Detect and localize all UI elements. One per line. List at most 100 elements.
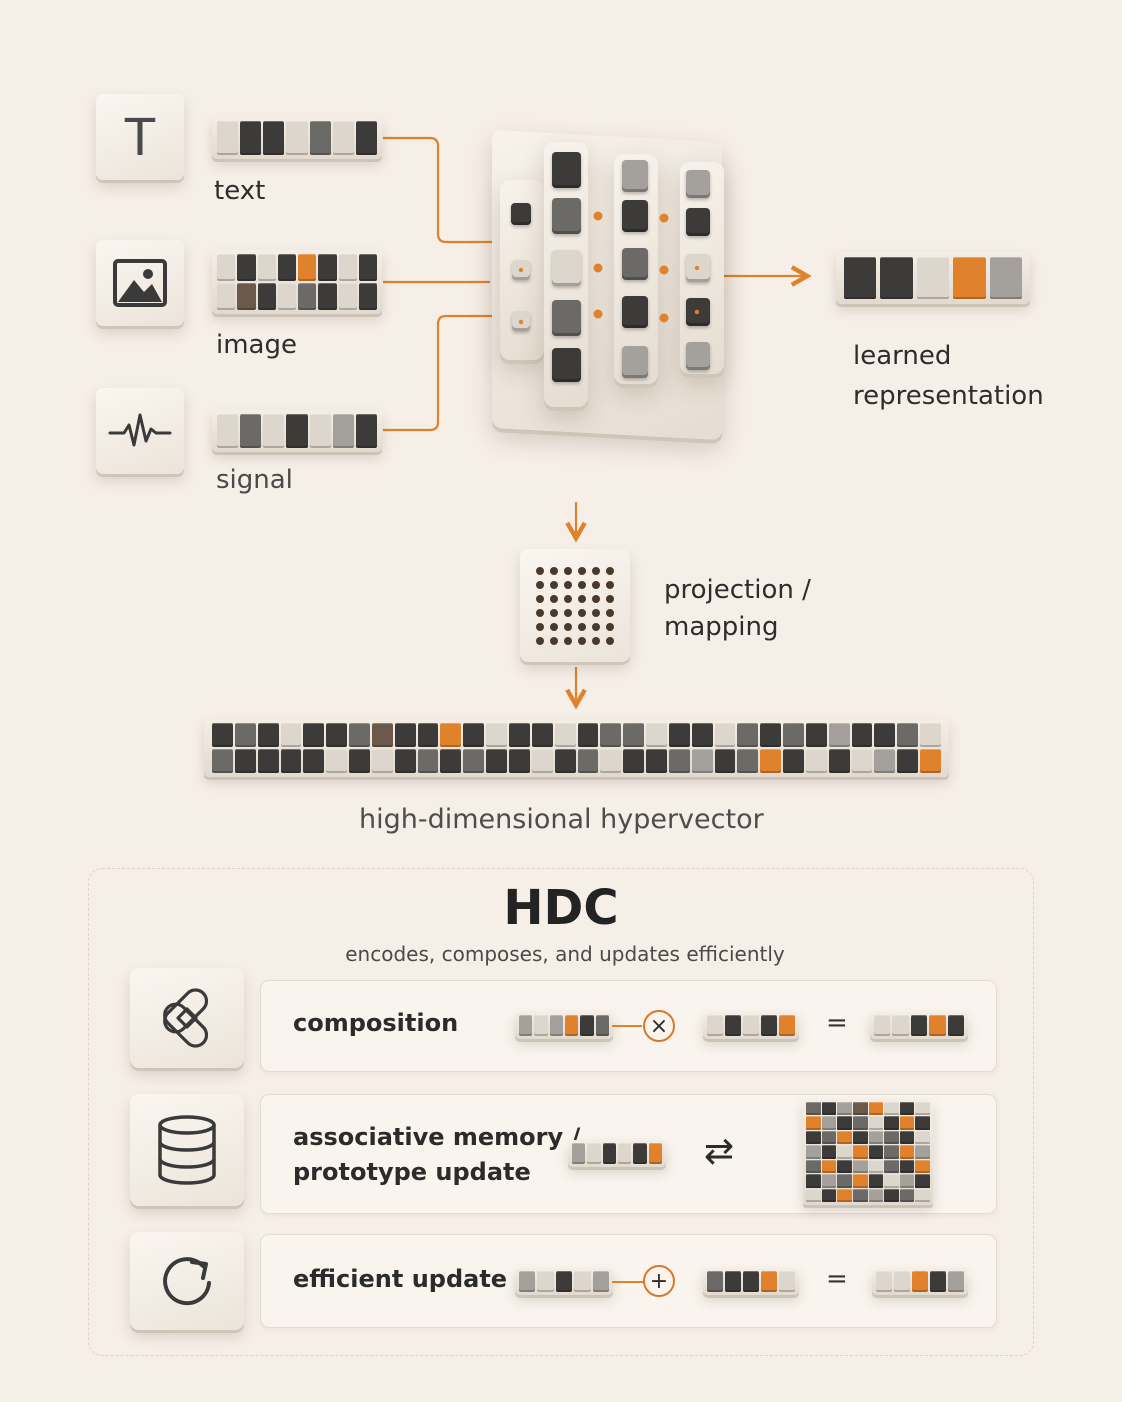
text-connector: [383, 136, 492, 244]
projection-dot: [592, 622, 600, 631]
bind-glyph: [163, 988, 209, 1048]
memory-cell: [837, 1130, 852, 1145]
hypervector-cell: [737, 749, 759, 773]
hypervector-cell: [394, 723, 416, 747]
hypervector-cell: [600, 723, 622, 747]
net-node: [511, 203, 531, 225]
memory-cell: [837, 1145, 852, 1159]
hypervector-cell: [783, 749, 804, 773]
memory-row: [806, 1188, 930, 1202]
memory-cell: [821, 1116, 837, 1130]
projection-dot: [536, 636, 544, 645]
hypervector-cell: [691, 723, 713, 747]
memory-cell: [806, 1145, 821, 1159]
hypervector-cell: [874, 749, 896, 773]
query-vector: [568, 1140, 666, 1167]
add-operator-icon: +: [643, 1265, 675, 1297]
hypervector-cell: [714, 749, 736, 773]
memory-cell: [884, 1188, 899, 1202]
hypervector-cell: [486, 723, 507, 747]
hypervector-cell: [303, 749, 325, 773]
memory-cell: [806, 1116, 821, 1130]
hypervector-cell: [554, 723, 576, 747]
projection-dot: [536, 594, 544, 603]
projection-dot: [592, 594, 600, 603]
hypervector-cell: [668, 749, 690, 773]
projection-dot: [592, 636, 600, 645]
projection-dot: [578, 636, 586, 645]
net-node: [622, 346, 648, 378]
hypervector-cell: [326, 749, 348, 773]
bind-icon: [130, 968, 244, 1068]
text-label: text: [214, 176, 266, 206]
hypervector-cell: [212, 749, 233, 773]
projection-dot: [592, 608, 600, 617]
net-node: [686, 208, 710, 236]
memory-row: [806, 1130, 930, 1145]
net-node: [552, 300, 581, 336]
hypervector-cell: [280, 723, 302, 747]
learned-representation-vector: [836, 252, 1030, 304]
memory-cell: [837, 1102, 852, 1116]
signal-icon: [96, 388, 184, 474]
projection-dot: [536, 566, 544, 575]
projection-dot: [606, 636, 614, 645]
memory-cell: [915, 1159, 930, 1174]
memory-row: [806, 1102, 930, 1116]
hypervector-cell: [326, 723, 348, 747]
memory-cell: [852, 1130, 868, 1145]
memory-cell: [884, 1102, 899, 1116]
memory-cell: [915, 1116, 930, 1130]
memory-cell: [884, 1130, 899, 1145]
memory-cell: [915, 1174, 930, 1188]
associative-label-line2: prototype update: [293, 1158, 531, 1186]
projection-dot: [564, 580, 572, 589]
memory-cell: [899, 1116, 915, 1130]
net-node: [552, 198, 581, 234]
hypervector-cell: [371, 723, 393, 747]
hypervector-cell: [234, 749, 256, 773]
memory-cell: [806, 1130, 821, 1145]
memory-cell: [884, 1145, 899, 1159]
hypervector-cell: [440, 749, 462, 773]
hypervector-cell: [577, 749, 599, 773]
net-node: [552, 348, 581, 382]
memory-row: [806, 1145, 930, 1159]
hypervector-cell: [623, 749, 645, 773]
memory-cell: [852, 1174, 868, 1188]
memory-cell: [806, 1102, 821, 1116]
signal-vector: [212, 410, 382, 452]
hypervector-cell: [417, 749, 439, 773]
signal-label: signal: [216, 465, 293, 495]
hypervector-cell: [531, 723, 553, 747]
hypervector-cell: [349, 723, 370, 747]
hypervector-cell: [257, 723, 279, 747]
update-operand-a: [515, 1268, 613, 1295]
memory-cell: [837, 1159, 852, 1174]
dot-grid-icon: [536, 566, 614, 645]
memory-cell: [868, 1130, 884, 1145]
refresh-icon: [130, 1232, 244, 1330]
memory-cell: [915, 1145, 930, 1159]
text-vector: [212, 117, 382, 159]
projection-dot: [606, 566, 614, 575]
memory-row: [806, 1116, 930, 1130]
refresh-glyph: [163, 1257, 211, 1306]
update-equals: =: [826, 1264, 848, 1294]
net-node: [622, 248, 648, 280]
memory-cell: [806, 1188, 821, 1202]
hypervector-cell: [874, 723, 896, 747]
projection-dot: [536, 608, 544, 617]
hypervector-cell: [554, 749, 576, 773]
memory-cell: [821, 1102, 837, 1116]
projection-dot: [606, 580, 614, 589]
projection-dot: [606, 594, 614, 603]
memory-cell: [837, 1174, 852, 1188]
memory-cell: [884, 1174, 899, 1188]
hypervector-cell: [897, 723, 919, 747]
memory-cell: [899, 1145, 915, 1159]
hypervector-cell: [805, 723, 827, 747]
memory-cell: [868, 1159, 884, 1174]
projection-dot: [578, 622, 586, 631]
memory-cell: [868, 1145, 884, 1159]
